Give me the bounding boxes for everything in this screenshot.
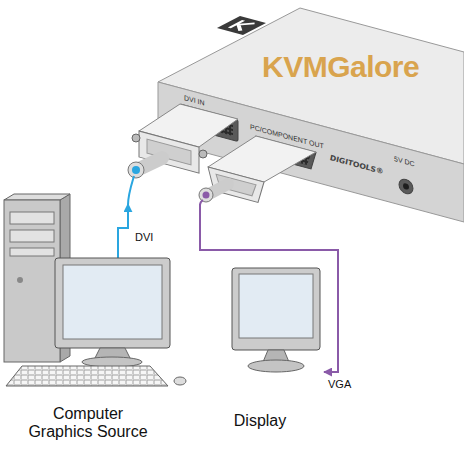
vga-plug-part xyxy=(208,167,264,204)
kramer-logo xyxy=(217,16,266,35)
port-label: PC/COMPONENT OUT xyxy=(250,123,324,151)
brand-label: DIGITOOLS® xyxy=(330,154,384,177)
dvi-plug-part xyxy=(139,131,199,173)
display-illustration-part xyxy=(248,360,304,372)
display-illustration-part xyxy=(232,268,320,350)
vga-plug-part xyxy=(211,184,228,193)
front-panel-part xyxy=(403,183,409,191)
computer-illustration-part xyxy=(10,248,54,256)
dvi-plug-part xyxy=(141,158,162,168)
computer-illustration-part xyxy=(4,200,60,362)
computer-illustration-part xyxy=(10,212,54,224)
computer-illustration-part xyxy=(63,265,162,339)
vga-plug-part xyxy=(199,188,213,202)
computer-illustration-part xyxy=(55,258,170,348)
dvi-plug-part xyxy=(128,176,134,205)
caption-text: Display xyxy=(200,412,320,430)
dvi-plug-part xyxy=(132,166,140,174)
cable-connector xyxy=(200,204,338,372)
dvi-plug-part xyxy=(199,150,207,158)
computer-illustration-part xyxy=(6,366,168,386)
kramer-logo-part xyxy=(229,20,254,30)
computer-illustration-part xyxy=(117,250,119,258)
signal-label: VGA xyxy=(326,378,353,390)
dvi-plug-part-part xyxy=(139,131,199,173)
port-label: DVI IN xyxy=(184,94,205,108)
computer-illustration-part xyxy=(4,194,70,200)
watermark: KVMGalore xyxy=(262,50,419,84)
converter-box-part xyxy=(158,82,464,222)
computer-illustration-part xyxy=(174,377,186,385)
dvi-plug xyxy=(128,104,238,205)
vga-plug xyxy=(199,136,316,205)
front-panel-part xyxy=(399,178,413,196)
computer-illustration-part xyxy=(10,230,54,242)
signal-label: DVI xyxy=(133,231,155,243)
computer-illustration xyxy=(4,194,186,386)
display-illustration xyxy=(232,268,320,372)
dvi-plug-part xyxy=(128,162,144,178)
display-node: Display xyxy=(196,258,324,448)
converter-box: DVI IN PC/COMPONENT OUT DIGITOOLS® 5V DC xyxy=(95,4,460,204)
vga-plug-part xyxy=(203,192,210,199)
cable-connector xyxy=(118,204,128,250)
computer-illustration-part xyxy=(17,277,23,283)
port-label: 5V DC xyxy=(394,155,415,169)
computer-node: Computer Graphics Source xyxy=(8,250,170,448)
dvi-plug-part xyxy=(132,134,140,142)
vga-plug-part-part xyxy=(208,167,264,204)
kramer-logo-part xyxy=(217,16,266,35)
display-illustration-part xyxy=(239,274,313,338)
caption-text: Computer Graphics Source xyxy=(24,405,152,442)
